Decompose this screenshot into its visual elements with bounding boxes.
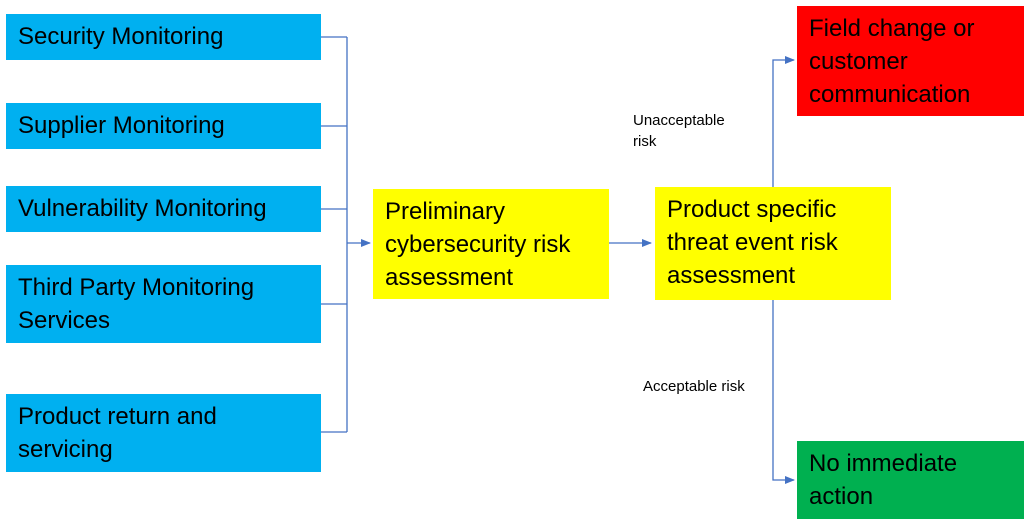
product-specific-assessment-box: Product specific threat event risk asses…: [655, 187, 891, 300]
preliminary-assessment-box: Preliminary cybersecurity risk assessmen…: [373, 189, 609, 299]
third-party-monitoring-box: Third Party Monitoring Services: [6, 265, 321, 343]
no-action-box: No immediate action: [797, 441, 1024, 519]
field-change-box: Field change or customer communication: [797, 6, 1024, 116]
vulnerability-monitoring-box: Vulnerability Monitoring: [6, 186, 321, 232]
unacceptable-risk-label: Unacceptable risk: [633, 112, 725, 150]
arrow-to-no-action: [772, 300, 795, 484]
security-monitoring-box: Security Monitoring: [6, 14, 321, 60]
arrow-to-field-change: [772, 56, 795, 187]
product-return-box: Product return and servicing: [6, 394, 321, 472]
acceptable-risk-label: Acceptable risk: [643, 378, 745, 395]
supplier-monitoring-box: Supplier Monitoring: [6, 103, 321, 149]
